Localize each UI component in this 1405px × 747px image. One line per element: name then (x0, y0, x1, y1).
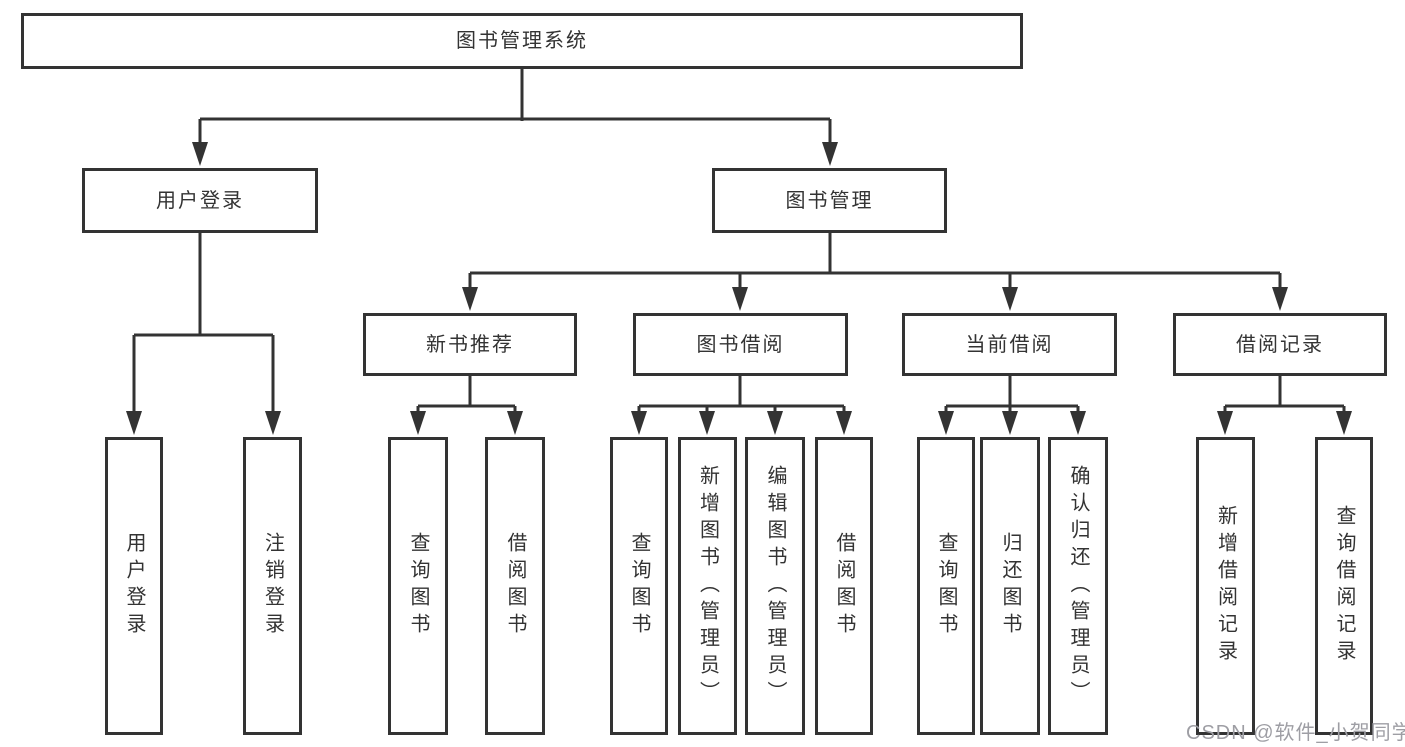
leaf-borrow-books-recommend: 借阅图书 (485, 437, 545, 735)
node-label: 新增借阅记录 (1214, 505, 1237, 667)
leaf-borrow-books-borrowing: 借阅图书 (815, 437, 873, 735)
leaf-logout: 注销登录 (243, 437, 302, 735)
arrowhead-icon (126, 411, 142, 435)
node-book-borrowing: 图书借阅 (633, 313, 848, 376)
node-label: 当前借阅 (965, 333, 1054, 356)
arrowhead-icon (938, 411, 954, 435)
node-label: 用户登录 (156, 189, 244, 212)
node-label: 图书借阅 (696, 333, 785, 356)
node-book-management-module: 图书管理 (712, 168, 947, 233)
leaf-query-books-current: 查询图书 (917, 437, 975, 735)
arrowhead-icon (631, 411, 647, 435)
node-label: 借阅图书 (833, 532, 855, 640)
arrowhead-icon (1002, 411, 1018, 435)
arrowhead-icon (410, 411, 426, 435)
node-label: 查询图书 (628, 532, 650, 640)
leaf-add-borrow-record: 新增借阅记录 (1196, 437, 1255, 735)
node-label: 查询借阅记录 (1333, 505, 1355, 667)
leaf-add-books-admin: 新增图书（管理员） (678, 437, 737, 735)
csdn-watermark: CSDN @软件_小贺同学 (1186, 722, 1405, 744)
node-label: 图书管理 (785, 189, 874, 212)
node-label: 图书管理系统 (456, 30, 588, 52)
arrowhead-icon (1217, 411, 1233, 435)
leaf-confirm-return-admin: 确认归还（管理员） (1048, 437, 1108, 735)
node-label: 借阅图书 (504, 532, 526, 640)
node-label: 编辑图书（管理员） (764, 464, 786, 708)
node-label: 注销登录 (261, 532, 284, 640)
arrowhead-icon (822, 142, 838, 166)
arrowhead-icon (1272, 287, 1288, 311)
node-label: 查询图书 (407, 532, 429, 640)
leaf-query-books-borrowing: 查询图书 (610, 437, 668, 735)
node-label: 新书推荐 (426, 333, 514, 356)
node-label: 用户登录 (123, 532, 145, 640)
arrowhead-icon (767, 411, 783, 435)
arrowhead-icon (732, 287, 748, 311)
node-borrowing-records: 借阅记录 (1173, 313, 1387, 376)
node-current-borrowing: 当前借阅 (902, 313, 1117, 376)
node-label: 借阅记录 (1236, 333, 1324, 356)
arrowhead-icon (1070, 411, 1086, 435)
node-system-root: 图书管理系统 (21, 13, 1023, 69)
node-label: 新增图书（管理员） (696, 464, 719, 708)
arrowhead-icon (699, 411, 715, 435)
node-label: 归还图书 (999, 532, 1021, 640)
arrowhead-icon (265, 411, 281, 435)
leaf-edit-books-admin: 编辑图书（管理员） (745, 437, 805, 735)
arrowhead-icon (507, 411, 523, 435)
arrowhead-icon (462, 287, 478, 311)
leaf-query-borrow-record: 查询借阅记录 (1315, 437, 1373, 735)
leaf-user-login: 用户登录 (105, 437, 163, 735)
arrowhead-icon (1002, 287, 1018, 311)
arrowhead-icon (1336, 411, 1352, 435)
node-new-book-recommend: 新书推荐 (363, 313, 577, 376)
arrowhead-icon (836, 411, 852, 435)
node-label: 确认归还（管理员） (1067, 464, 1089, 708)
node-label: 查询图书 (935, 532, 957, 640)
leaf-query-books-recommend: 查询图书 (388, 437, 448, 735)
node-user-login-module: 用户登录 (82, 168, 318, 233)
leaf-return-books: 归还图书 (980, 437, 1040, 735)
arrowhead-icon (192, 142, 208, 166)
